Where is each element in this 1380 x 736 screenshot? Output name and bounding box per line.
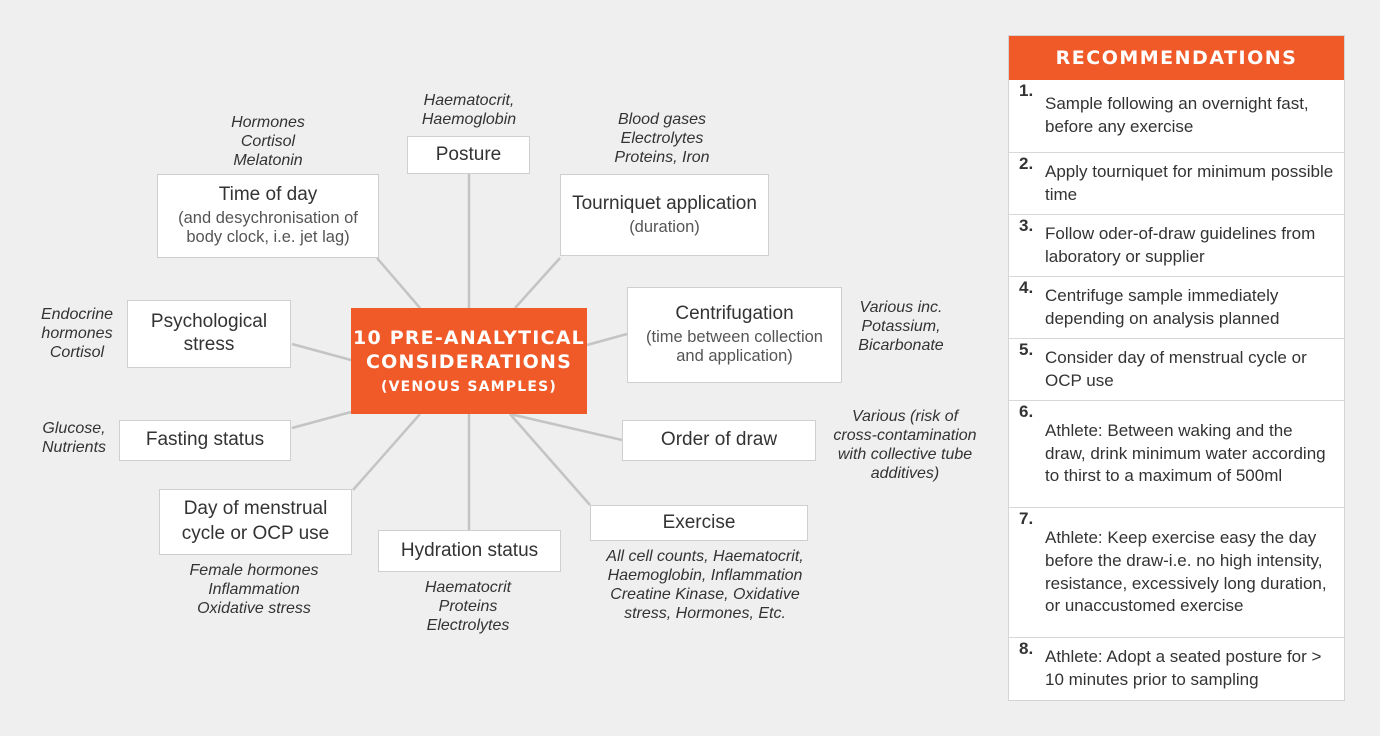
node-centrifugation-title: Centrifugation xyxy=(675,302,794,324)
recommendation-number: 3. xyxy=(1019,216,1034,235)
recommendation-number: 4. xyxy=(1019,278,1034,297)
connector-fasting xyxy=(291,410,352,430)
node-menstrual: Day of menstrual cycle or OCP use xyxy=(159,489,352,555)
recommendation-item: 8. Athlete: Adopt a seated posture for >… xyxy=(1009,637,1344,700)
note-fasting: Glucose, Nutrients xyxy=(41,420,107,456)
node-tourniquet-title: Tourniquet application xyxy=(572,192,757,214)
recommendations-list: 1. Sample following an overnight fast, b… xyxy=(1009,80,1344,700)
node-menstrual-title: Day of menstrual cycle or OCP use xyxy=(181,498,330,544)
connector-exercise xyxy=(509,413,591,506)
node-tourniquet: Tourniquet application (duration) xyxy=(560,174,769,256)
node-time-of-day: Time of day (and desychronisation of bod… xyxy=(157,174,379,258)
node-fasting-title: Fasting status xyxy=(145,429,265,451)
recommendation-item: 1. Sample following an overnight fast, b… xyxy=(1009,80,1344,152)
center-title-line2: CONSIDERATIONS xyxy=(366,351,572,373)
recommendation-item: 3. Follow oder-of-draw guidelines from l… xyxy=(1009,214,1344,276)
recommendations-title: RECOMMENDATIONS xyxy=(1009,36,1344,80)
recommendation-text: Consider day of menstrual cycle or OCP u… xyxy=(1045,347,1307,390)
note-exercise: All cell counts, Haematocrit, Haemoglobi… xyxy=(606,548,804,622)
connector-tourniquet xyxy=(514,257,561,309)
recommendation-text: Sample following an overnight fast, befo… xyxy=(1045,94,1309,136)
recommendation-item: 5. Consider day of menstrual cycle or OC… xyxy=(1009,338,1344,400)
recommendation-number: 8. xyxy=(1019,639,1034,658)
note-menstrual: Female hormones Inflammation Oxidative s… xyxy=(189,562,319,617)
connector-centrifugation xyxy=(586,332,628,347)
node-centrifugation: Centrifugation (time between collection … xyxy=(627,287,842,383)
recommendation-text: Apply tourniquet for minimum possible ti… xyxy=(1045,161,1334,204)
recommendation-number: 2. xyxy=(1019,154,1034,173)
connector-menstrual xyxy=(352,413,421,491)
node-time-of-day-sub: (and desychronisation of body clock, i.e… xyxy=(178,208,358,247)
connector-time-of-day xyxy=(376,257,421,309)
recommendation-text: Follow oder-of-draw guidelines from labo… xyxy=(1045,223,1316,266)
connector-lines xyxy=(291,174,628,530)
recommendation-text: Athlete: Keep exercise easy the day befo… xyxy=(1045,527,1327,616)
node-centrifugation-sub: (time between collection and application… xyxy=(645,327,823,366)
node-posture-title: Posture xyxy=(435,143,502,165)
note-psychological: Endocrine hormones Cortisol xyxy=(40,306,114,361)
node-tourniquet-sub: (duration) xyxy=(629,217,700,236)
recommendation-item: 7. Athlete: Keep exercise easy the day b… xyxy=(1009,507,1344,637)
center-subtitle: (VENOUS SAMPLES) xyxy=(380,378,558,395)
node-posture: Posture xyxy=(407,136,530,174)
connector-order-of-draw xyxy=(509,412,623,442)
note-centrifugation: Various inc. Potassium, Bicarbonate xyxy=(858,299,944,354)
recommendation-number: 7. xyxy=(1019,509,1034,528)
center-title-line1: 10 PRE-ANALYTICAL xyxy=(353,327,585,350)
note-time-of-day: Hormones Cortisol Melatonin xyxy=(231,114,305,169)
node-exercise: Exercise xyxy=(590,505,808,541)
recommendation-number: 5. xyxy=(1019,340,1034,359)
node-time-of-day-title: Time of day xyxy=(218,183,318,205)
recommendation-number: 1. xyxy=(1019,81,1034,100)
note-order-of-draw: Various (risk of cross-contamination wit… xyxy=(833,408,977,482)
recommendation-item: 6. Athlete: Between waking and the draw,… xyxy=(1009,400,1344,507)
recommendation-text: Athlete: Adopt a seated posture for > 10… xyxy=(1045,647,1322,689)
node-hydration: Hydration status xyxy=(378,530,561,572)
note-hydration: Haematocrit Proteins Electrolytes xyxy=(424,579,512,634)
recommendation-item: 2. Apply tourniquet for minimum possible… xyxy=(1009,152,1344,214)
note-posture: Haematocrit, Haemoglobin xyxy=(421,92,517,128)
node-fasting: Fasting status xyxy=(119,420,291,461)
node-psychological-title: Psychological stress xyxy=(150,311,268,355)
node-exercise-title: Exercise xyxy=(662,511,736,533)
node-hydration-title: Hydration status xyxy=(400,539,539,561)
note-tourniquet: Blood gases Electrolytes Proteins, Iron xyxy=(614,111,710,166)
recommendation-number: 6. xyxy=(1019,402,1034,421)
connector-psychological xyxy=(291,342,352,362)
node-psychological: Psychological stress xyxy=(127,300,291,368)
recommendation-item: 4. Centrifuge sample immediately dependi… xyxy=(1009,276,1344,338)
node-order-of-draw-title: Order of draw xyxy=(660,429,778,451)
recommendations-panel: RECOMMENDATIONS 1. Sample following an o… xyxy=(1008,35,1345,701)
recommendation-text: Centrifuge sample immediately depending … xyxy=(1045,285,1280,328)
node-order-of-draw: Order of draw xyxy=(622,420,816,461)
recommendation-text: Athlete: Between waking and the draw, dr… xyxy=(1045,420,1326,486)
center-node: 10 PRE-ANALYTICAL CONSIDERATIONS (VENOUS… xyxy=(351,308,587,414)
